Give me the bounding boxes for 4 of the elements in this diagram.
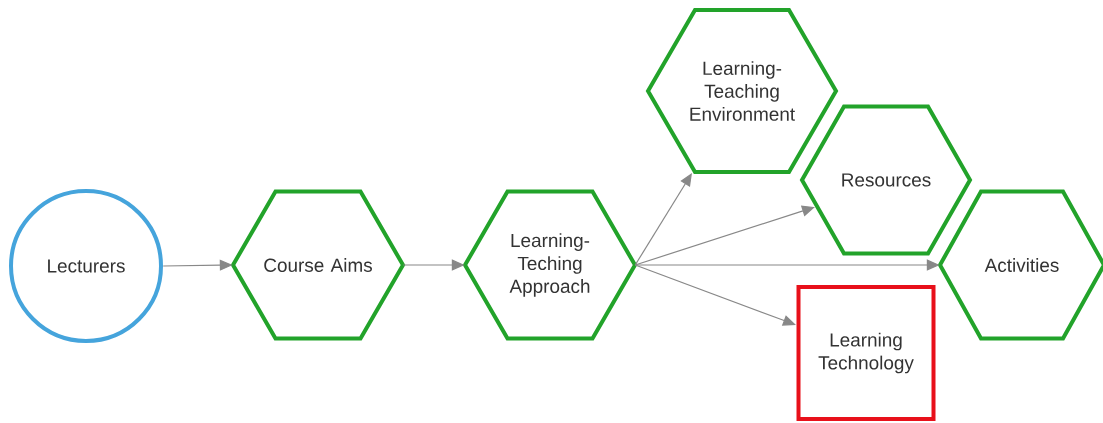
box-node: Learning Technology — [796, 285, 936, 421]
circle-node: Lecturers — [9, 189, 163, 343]
arrow — [634, 173, 692, 266]
arrow — [634, 264, 796, 326]
